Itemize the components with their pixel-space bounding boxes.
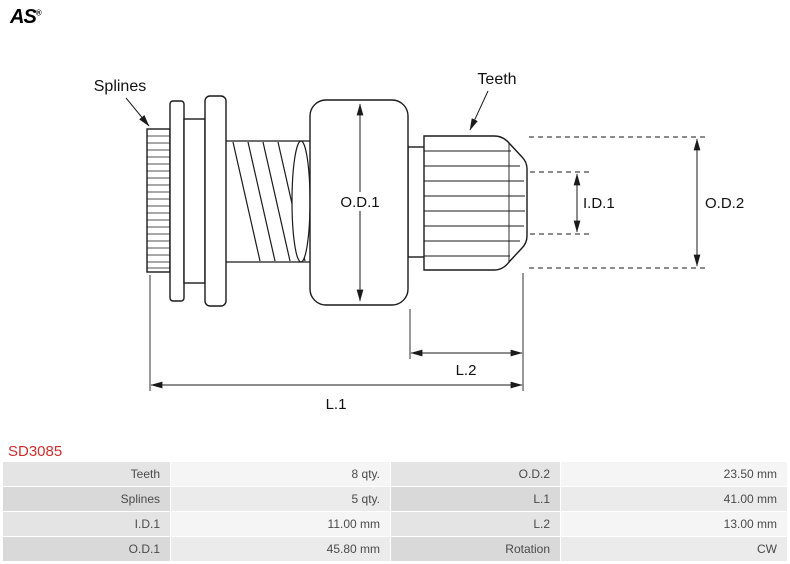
- dim-l2: [409, 273, 524, 391]
- label-teeth: Teeth: [477, 71, 516, 88]
- brand-logo-text: AS: [10, 6, 37, 28]
- pinion-gear: [423, 135, 528, 271]
- teeth-pointer-arrow: [469, 90, 489, 131]
- label-l1: L.1: [326, 396, 347, 413]
- spec-label-cell: Splines: [3, 487, 170, 511]
- spec-value-cell: 13.00 mm: [561, 512, 787, 536]
- label-od1: O.D.1: [340, 194, 379, 211]
- diagram-labels: Splines Teeth O.D.1 I.D.1 O.D.2 L.2 L.1: [94, 71, 744, 413]
- splined-shaft: [146, 128, 171, 273]
- part-number: SD3085: [8, 443, 63, 460]
- dim-l1: [149, 275, 523, 391]
- spec-value-cell: CW: [561, 537, 787, 561]
- spec-value-cell: 45.80 mm: [171, 537, 390, 561]
- part-drawing: [146, 95, 528, 307]
- spec-value-cell: 41.00 mm: [561, 487, 787, 511]
- spec-value-cell: 23.50 mm: [561, 462, 787, 486]
- spec-label-cell: O.D.2: [391, 462, 560, 486]
- hub: [183, 118, 206, 284]
- label-od2: O.D.2: [705, 195, 744, 212]
- brand-logo: AS®: [10, 6, 42, 29]
- splines-pointer-arrow: [125, 97, 150, 127]
- spec-label-cell: L.2: [391, 512, 560, 536]
- spec-value-cell: 8 qty.: [171, 462, 390, 486]
- spec-label-cell: Rotation: [391, 537, 560, 561]
- gear-neck: [407, 146, 426, 258]
- flange-disc-front: [169, 100, 185, 302]
- spec-table: Teeth 8 qty. O.D.2 23.50 mm Splines 5 qt…: [3, 462, 787, 561]
- dim-od2: [529, 136, 706, 269]
- label-id1: I.D.1: [583, 195, 615, 212]
- spec-label-cell: I.D.1: [3, 512, 170, 536]
- spec-value-cell: 5 qty.: [171, 487, 390, 511]
- od1-label-backplate: [334, 192, 386, 211]
- spec-label-cell: Teeth: [3, 462, 170, 486]
- spec-row: O.D.1 45.80 mm Rotation CW: [3, 537, 787, 561]
- flange-disc-rear: [204, 95, 227, 307]
- label-l2: L.2: [456, 362, 477, 379]
- spec-label-cell: O.D.1: [3, 537, 170, 561]
- spec-row: Teeth 8 qty. O.D.2 23.50 mm: [3, 462, 787, 486]
- label-splines: Splines: [94, 78, 146, 95]
- spec-row: Splines 5 qty. L.1 41.00 mm: [3, 487, 787, 511]
- spec-row: I.D.1 11.00 mm L.2 13.00 mm: [3, 512, 787, 536]
- spec-value-cell: 11.00 mm: [171, 512, 390, 536]
- dim-id1: [530, 171, 592, 235]
- spring: [226, 140, 311, 263]
- registered-mark-icon: ®: [35, 8, 42, 18]
- technical-drawing: Splines Teeth O.D.1 I.D.1 O.D.2 L.2 L.1: [94, 71, 744, 413]
- spec-label-cell: L.1: [391, 487, 560, 511]
